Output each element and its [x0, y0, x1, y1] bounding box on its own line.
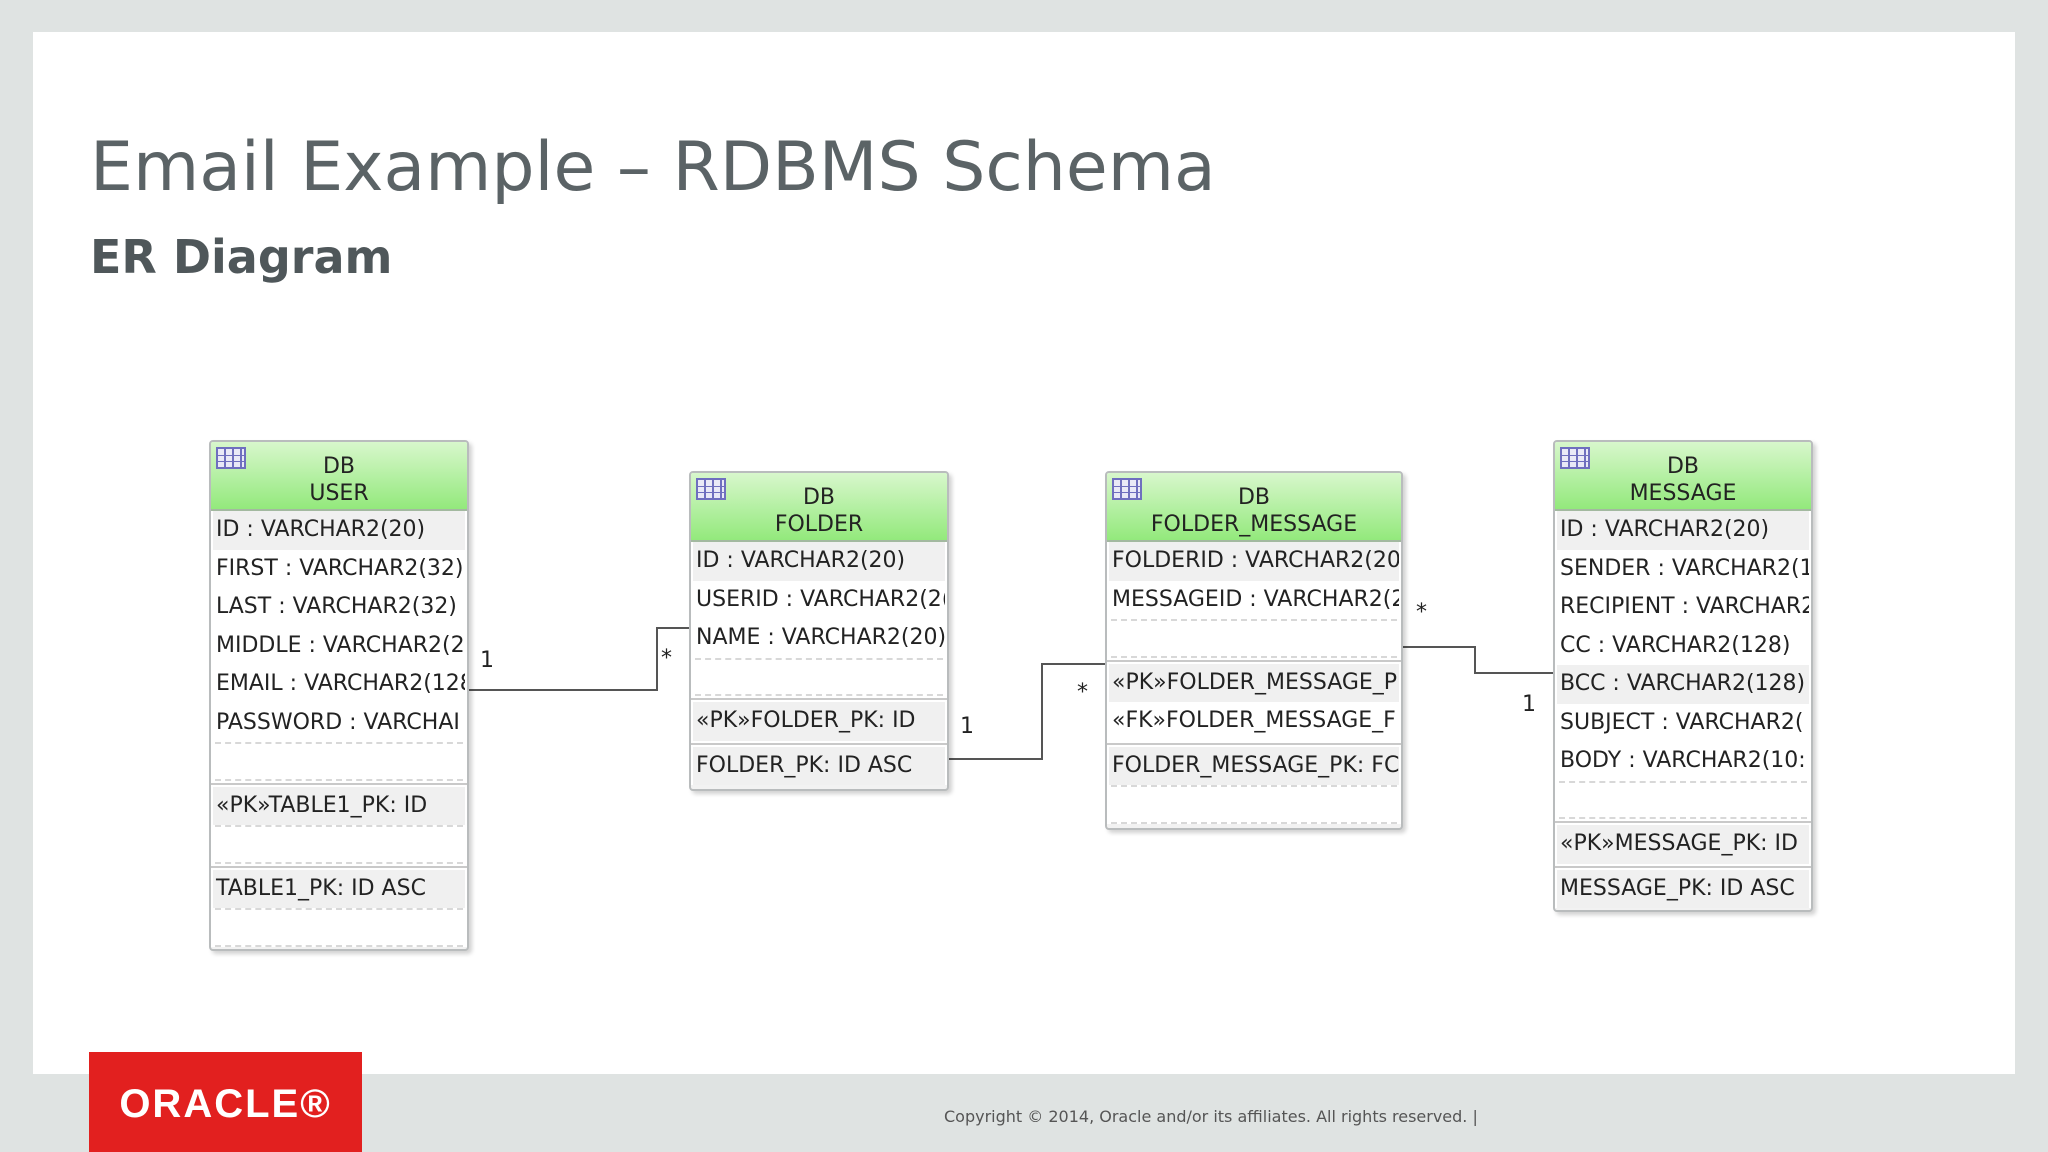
entity-name: USER	[309, 481, 369, 506]
table-icon	[216, 447, 246, 469]
section-divider	[1555, 865, 1811, 868]
empty-row	[1111, 619, 1397, 658]
column-row: ID : VARCHAR2(20)	[693, 542, 945, 581]
column-row: RECIPIENT : VARCHAR2	[1560, 594, 1809, 619]
mult-folder-many: *	[661, 646, 672, 671]
empty-row	[1111, 785, 1397, 824]
column-row: LAST : VARCHAR2(32)	[216, 594, 457, 619]
oracle-logo-text: ORACLE®	[119, 1082, 332, 1126]
column-row: PASSWORD : VARCHAI	[216, 709, 460, 735]
entity-message[interactable]: DB MESSAGE ID : VARCHAR2(20) SENDER : VA…	[1553, 440, 1813, 912]
oracle-logo: ORACLE®	[89, 1052, 362, 1152]
link-folder-folder-message	[945, 663, 1107, 760]
section-divider	[1107, 742, 1401, 745]
entity-kind: DB	[802, 485, 836, 510]
key-row: «FK»FOLDER_MESSAGE_F	[1112, 708, 1396, 733]
index-row: FOLDER_PK: ID ASC	[693, 746, 945, 785]
slide-subtitle: ER Diagram	[90, 230, 393, 284]
entity-header: DB MESSAGE	[1555, 442, 1811, 511]
entity-kind: DB	[1666, 454, 1700, 479]
column-row: USERID : VARCHAR2(2(	[696, 586, 945, 612]
mult-fm-many-left: *	[1077, 680, 1088, 705]
mult-folder-one: 1	[960, 714, 974, 739]
table-icon	[1112, 478, 1142, 500]
empty-row	[215, 908, 463, 947]
empty-row	[215, 742, 463, 781]
column-row: BCC : VARCHAR2(128)	[1557, 665, 1809, 704]
entity-name: FOLDER	[774, 512, 864, 537]
entity-kind: DB	[1237, 485, 1271, 510]
section-divider	[691, 742, 947, 745]
empty-row	[695, 657, 943, 696]
link-folder-message-message	[1398, 646, 1555, 674]
section-divider	[1107, 659, 1401, 662]
column-row: EMAIL : VARCHAR2(128	[216, 671, 465, 696]
entity-folder-message[interactable]: DB FOLDER_MESSAGE FOLDERID : VARCHAR2(20…	[1105, 471, 1403, 830]
key-row: «PK»TABLE1_PK: ID	[213, 786, 465, 825]
entity-folder[interactable]: DB FOLDER ID : VARCHAR2(20) USERID : VAR…	[689, 471, 949, 791]
column-row: ID : VARCHAR2(20)	[213, 511, 465, 550]
column-row: SENDER : VARCHAR2(1	[1560, 555, 1809, 581]
mult-user-one: 1	[480, 648, 494, 673]
column-row: BODY : VARCHAR2(10:	[1560, 748, 1806, 773]
section-divider	[211, 782, 467, 785]
column-row: FIRST : VARCHAR2(32)	[216, 555, 464, 581]
section-divider	[211, 865, 467, 868]
table-icon	[1560, 447, 1590, 469]
section-divider	[691, 698, 947, 700]
entity-header: DB USER	[211, 442, 467, 511]
entity-user[interactable]: DB USER ID : VARCHAR2(20) FIRST : VARCHA…	[209, 440, 469, 951]
key-row: «PK»FOLDER_MESSAGE_P	[1109, 663, 1399, 702]
index-row: MESSAGE_PK: ID ASC	[1557, 869, 1809, 908]
column-row: NAME : VARCHAR2(20)	[696, 625, 945, 650]
slide-title: Email Example – RDBMS Schema	[90, 128, 1216, 207]
table-icon	[696, 478, 726, 500]
section-divider	[1555, 821, 1811, 823]
entity-kind: DB	[322, 454, 356, 479]
column-row: MESSAGEID : VARCHAR2(2	[1112, 586, 1399, 612]
entity-name: FOLDER_MESSAGE	[1150, 512, 1358, 537]
column-row: MIDDLE : VARCHAR2(2(	[216, 632, 465, 658]
column-row: ID : VARCHAR2(20)	[1557, 511, 1809, 550]
key-row: «PK»MESSAGE_PK: ID	[1557, 825, 1809, 864]
column-row: FOLDERID : VARCHAR2(20)	[1109, 542, 1399, 581]
index-row: FOLDER_MESSAGE_PK: FC	[1109, 746, 1399, 785]
link-user-folder	[467, 627, 690, 691]
entity-name: MESSAGE	[1629, 481, 1737, 506]
empty-row	[1559, 780, 1807, 819]
entity-header: DB FOLDER_MESSAGE	[1107, 473, 1401, 542]
mult-fm-many-right: *	[1416, 600, 1427, 625]
key-row: «PK»FOLDER_PK: ID	[693, 702, 945, 741]
index-row: TABLE1_PK: ID ASC	[213, 869, 465, 908]
empty-row	[215, 825, 463, 864]
column-row: CC : VARCHAR2(128)	[1560, 632, 1791, 658]
copyright-notice: Copyright © 2014, Oracle and/or its affi…	[944, 1107, 1478, 1126]
column-row: SUBJECT : VARCHAR2(	[1560, 709, 1804, 735]
mult-message-one: 1	[1522, 692, 1536, 717]
entity-header: DB FOLDER	[691, 473, 947, 542]
